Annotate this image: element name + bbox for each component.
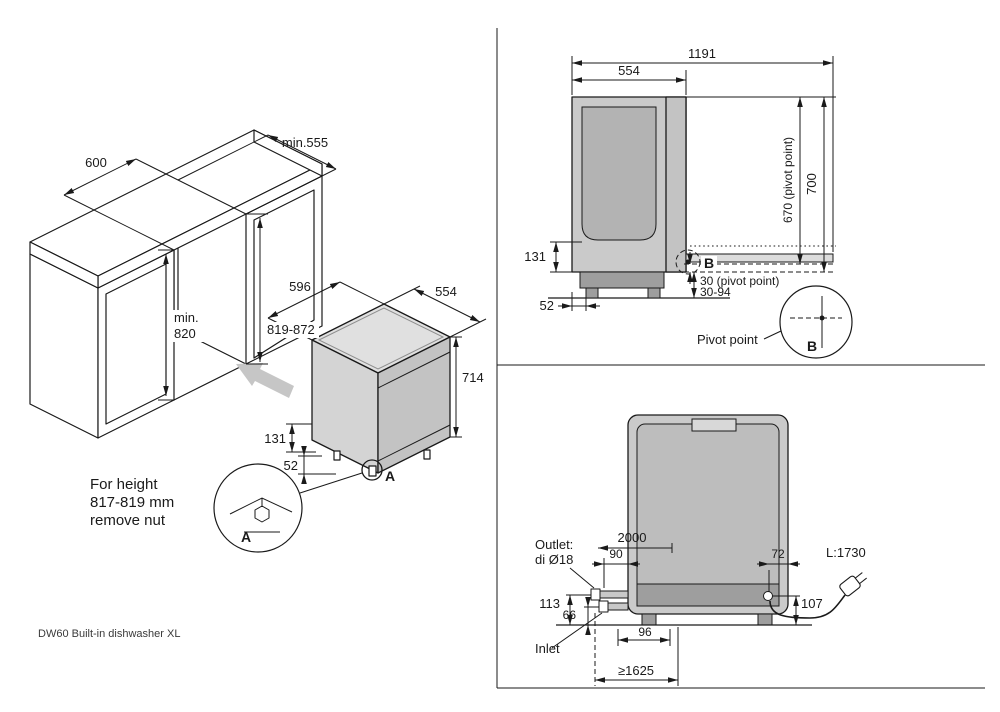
- isometric-installation-view: 600 min.555 min. 820 819-872 596 554 714…: [29, 129, 487, 640]
- dim-72-label: 72: [771, 547, 785, 561]
- pivot-point-label: Pivot point: [697, 332, 758, 347]
- dim-700-label: 700: [804, 173, 819, 195]
- outlet-hose-stub: [599, 590, 629, 599]
- dim-1191-label: 1191: [688, 46, 716, 61]
- dim-113-label: 113: [539, 596, 560, 611]
- inlet-hose-fitting: [598, 600, 609, 613]
- outlet-label-line2: di Ø18: [535, 552, 573, 567]
- dim-90-label: 90: [609, 547, 623, 561]
- dim-131-label: 131: [264, 431, 286, 446]
- power-plug-icon: [839, 572, 867, 597]
- note-line-3: remove nut: [90, 512, 166, 529]
- countertop-left-end: [29, 241, 99, 289]
- dim-line-600: [63, 158, 137, 196]
- label-bg: [263, 322, 319, 338]
- detail-bubble-circle: [779, 285, 853, 359]
- dim-30-label: 30 (pivot point): [700, 274, 779, 288]
- cord-length-label: L:1730: [826, 545, 866, 560]
- outlet-label-line1: Outlet:: [535, 537, 573, 552]
- dim-66-label: 66: [563, 608, 577, 622]
- detail-bubble-b: B Pivot point: [697, 285, 853, 359]
- plug-prong: [854, 572, 863, 579]
- detail-leader-line: [763, 330, 782, 340]
- inlet-hose-stub: [607, 602, 629, 611]
- pivot-point-dot: [819, 315, 825, 321]
- rear-view: 2000 90 72 L:1730 Outlet: di Ø18 113 66 …: [535, 414, 867, 686]
- dishwasher-isometric: [311, 303, 451, 481]
- side-view: 1191 554 670 (pivot point) 700 131 52 B …: [524, 46, 853, 359]
- label-bg: [701, 256, 717, 271]
- panel-dividers: [496, 28, 985, 689]
- detail-a-callout-circle: [361, 459, 383, 481]
- extension-lines: [550, 56, 836, 311]
- foot: [757, 613, 773, 626]
- door-handle-line: [377, 351, 451, 389]
- adjustable-front-foot: [368, 465, 377, 477]
- label-bg: [170, 310, 208, 342]
- note-line-2: 817-819 mm: [90, 494, 174, 511]
- foot: [641, 613, 657, 626]
- rear-inner-panel: [636, 423, 780, 607]
- rear-base-band: [636, 583, 780, 607]
- detail-b-bubble-label: B: [807, 338, 817, 354]
- dim-714-label: 714: [462, 370, 484, 385]
- figure-caption: DW60 Built-in dishwasher XL: [38, 628, 180, 640]
- detail-a-bubble-label: A: [241, 529, 251, 545]
- foot: [423, 449, 431, 460]
- cabinet-niche: [29, 129, 323, 439]
- foot: [333, 450, 341, 461]
- dim-554-label: 554: [435, 284, 457, 299]
- dim-min1625-label: ≥1625: [618, 663, 654, 678]
- door-open-panel: [685, 253, 834, 263]
- note-line-1: For height: [90, 476, 158, 493]
- dim-819-872-label: 819-872: [267, 322, 315, 337]
- detail-bubble-a: A: [213, 463, 363, 553]
- dim-min555-label: min.555: [282, 135, 328, 150]
- dim-96-label: 96: [638, 625, 652, 639]
- power-cord: [769, 594, 846, 619]
- top-mounting-slot: [691, 418, 737, 432]
- dim-107-label: 107: [801, 596, 823, 611]
- dim-line-min555: [267, 134, 337, 170]
- dim-30-94-label: 30-94: [700, 285, 731, 299]
- dim-52-label: 52: [540, 298, 554, 313]
- label-leader-lines: [551, 567, 603, 649]
- dim-line-596: [267, 281, 341, 319]
- dim-131-label: 131: [524, 249, 546, 264]
- dim-52-label: 52: [284, 458, 298, 473]
- dim-596-label: 596: [289, 279, 311, 294]
- detail-b-ref-label: B: [704, 255, 714, 271]
- door-closed-panel: [665, 96, 687, 273]
- inner-tub: [581, 106, 657, 241]
- install-note: For height 817-819 mm remove nut: [90, 476, 174, 529]
- dim-2000-label: 2000: [618, 530, 647, 545]
- isometric-dimensions: 600 min.555 min. 820 819-872 596 554 714…: [63, 134, 487, 484]
- dishwasher-top-inset: [317, 307, 445, 370]
- outlet-hose-fitting: [590, 588, 601, 601]
- detail-leader-line: [299, 472, 363, 494]
- dim-670-label: 670 (pivot point): [781, 137, 795, 223]
- door-kick-line: [377, 424, 451, 462]
- inlet-label: Inlet: [535, 641, 560, 656]
- detail-a-ref-label: A: [385, 468, 395, 484]
- base-plinth: [579, 271, 665, 289]
- nut-hexagon: [254, 505, 270, 523]
- dim-line-554: [413, 288, 481, 323]
- dim-600-label: 600: [85, 155, 107, 170]
- dim-554-label: 554: [618, 63, 640, 78]
- plug-body: [839, 575, 861, 597]
- foot: [585, 287, 599, 299]
- cord-exit-grommet: [763, 591, 773, 601]
- insertion-direction-arrow: [236, 363, 294, 398]
- foot: [647, 287, 661, 299]
- dim-820-label: 820: [174, 326, 196, 341]
- plug-prong: [859, 577, 867, 585]
- dim-min-label: min.: [174, 310, 199, 325]
